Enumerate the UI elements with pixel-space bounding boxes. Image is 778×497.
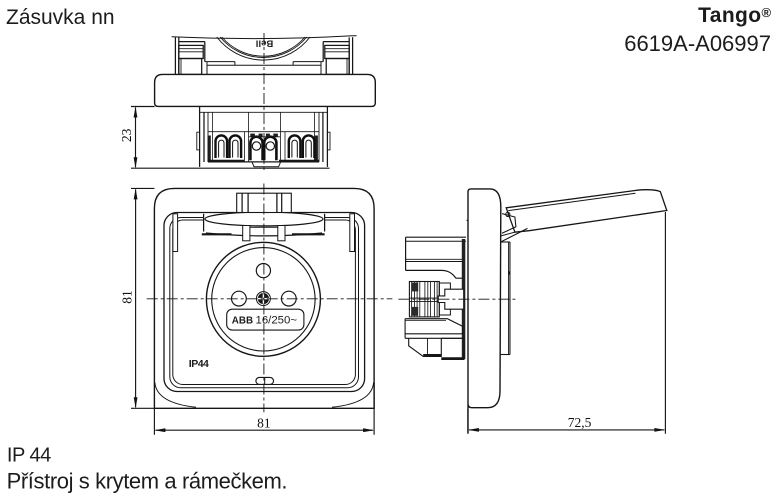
svg-text:23: 23 xyxy=(119,128,134,142)
svg-text:IP 44: IP 44 xyxy=(7,445,51,467)
svg-text:Bell: Bell xyxy=(256,37,273,48)
svg-text:Tango®: Tango® xyxy=(698,4,771,27)
svg-text:72,5: 72,5 xyxy=(568,415,592,430)
svg-text:16/250~: 16/250~ xyxy=(256,315,298,327)
svg-text:81: 81 xyxy=(119,290,134,304)
svg-text:Zásuvka nn: Zásuvka nn xyxy=(6,6,115,29)
svg-text:IP44: IP44 xyxy=(189,358,209,370)
svg-text:ABB: ABB xyxy=(232,315,253,326)
svg-text:Přístroj s krytem a rámečkem.: Přístroj s krytem a rámečkem. xyxy=(7,469,288,494)
svg-text:6619A-A06997: 6619A-A06997 xyxy=(624,31,771,56)
svg-text:81: 81 xyxy=(257,415,271,430)
